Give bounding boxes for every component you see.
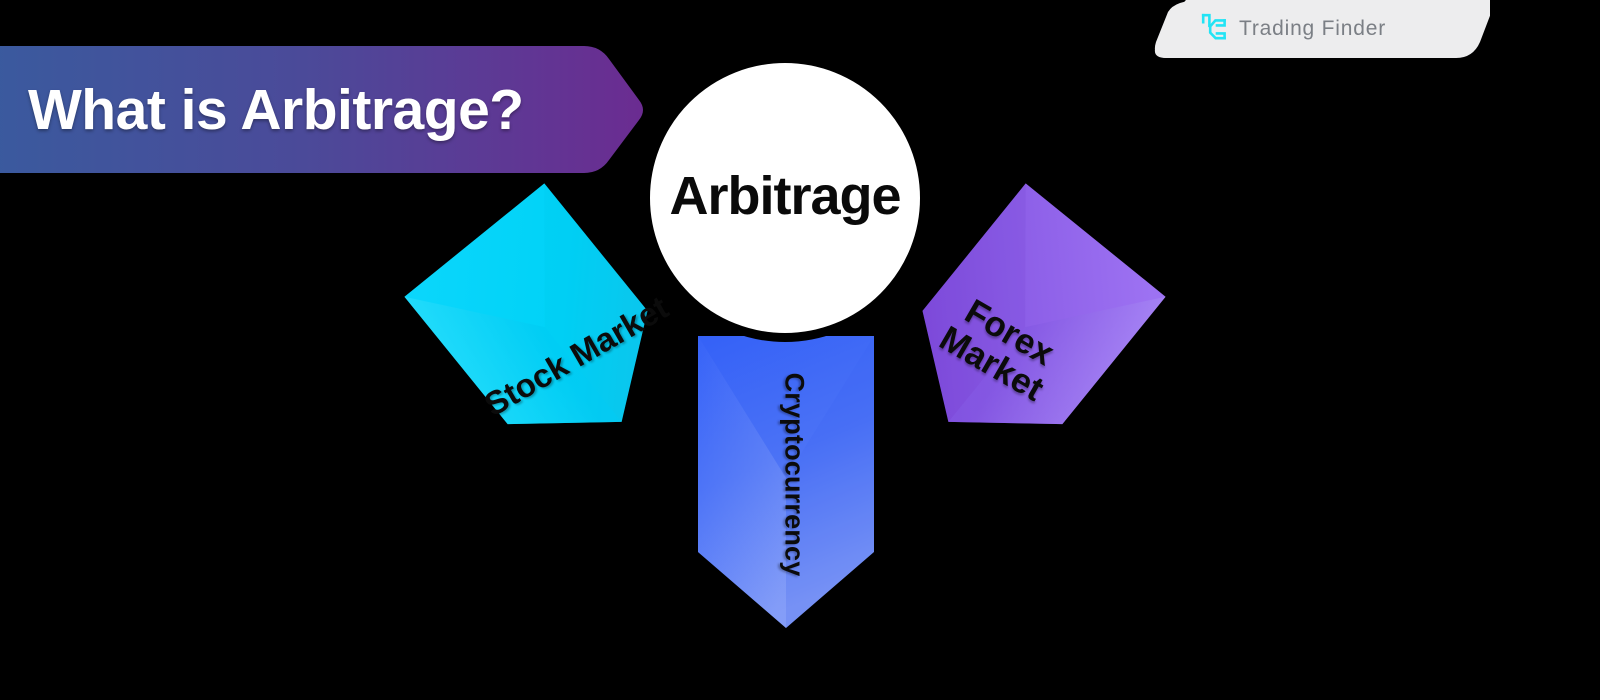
branch-arrow-forex-market[interactable]: Forex Market — [872, 183, 1172, 466]
brand-panel: Trading Finder — [1140, 0, 1490, 62]
title-banner: What is Arbitrage? — [0, 46, 648, 173]
stock-market-arrow-shape — [404, 183, 648, 425]
brand-name-label: Trading Finder — [1239, 17, 1386, 40]
branch-arrow-stock-market[interactable]: Stock Market — [398, 183, 698, 466]
page-title: What is Arbitrage? — [28, 77, 524, 142]
branch-arrow-cryptocurrency[interactable]: Cryptocurrency — [694, 330, 878, 635]
title-banner-shape — [0, 46, 643, 173]
center-node-label: Arbitrage — [669, 166, 901, 226]
cryptocurrency-arrow-shape — [698, 336, 874, 628]
center-node-arbitrage[interactable]: Arbitrage — [641, 54, 929, 342]
forex-market-arrow-shape — [922, 183, 1166, 425]
trading-finder-logo-icon — [1201, 13, 1226, 40]
brand-lockup[interactable]: Trading Finder — [1198, 0, 1386, 58]
brand-panel-shape — [1154, 0, 1490, 58]
